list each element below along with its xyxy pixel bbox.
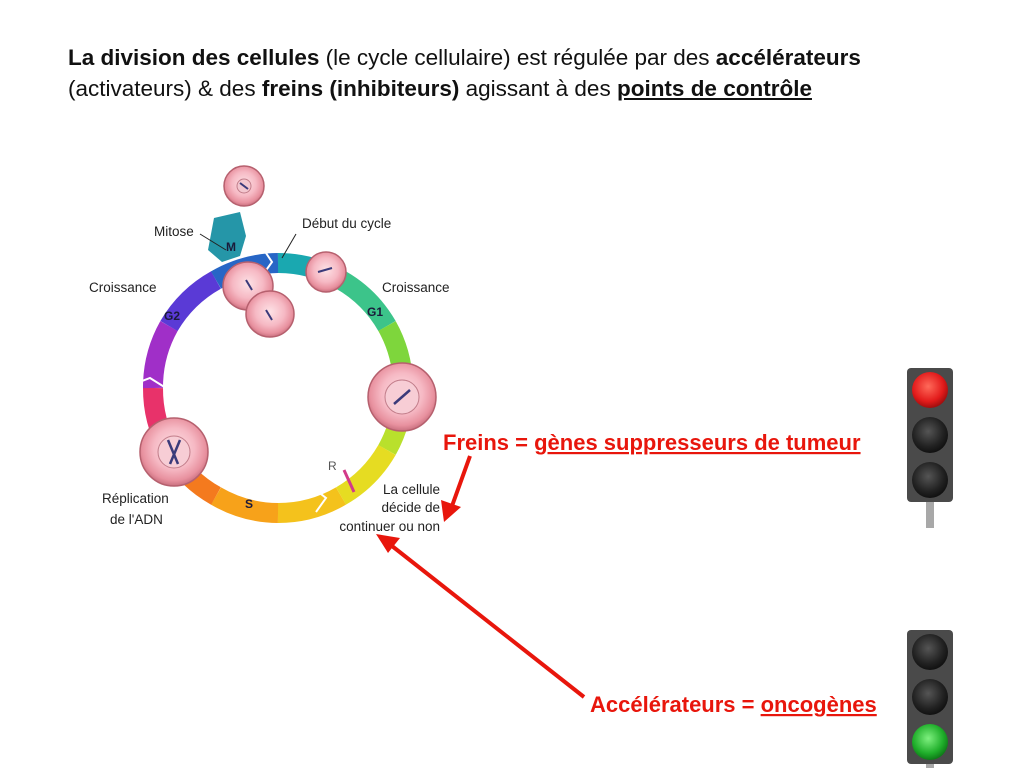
title-part-3: accélérateurs	[715, 45, 861, 70]
cell-s	[139, 417, 209, 487]
accelerateurs-genes: oncogènes	[761, 692, 877, 717]
accelerateurs-arrow	[376, 534, 586, 699]
title-part-6: agissant à des	[459, 76, 617, 101]
title-part-2: (le cycle cellulaire) est régulée par de…	[319, 45, 716, 70]
replication-label-1: Réplication	[102, 491, 169, 506]
replication-label-2: de l'ADN	[110, 512, 163, 527]
traffic-light-green	[907, 630, 953, 768]
croissance-left-label: Croissance	[89, 280, 157, 295]
mitose-label: Mitose	[154, 224, 194, 239]
freins-genes: gènes suppresseurs de tumeur	[534, 430, 861, 455]
debut-cycle-label: Début du cycle	[302, 216, 391, 231]
red-lamp-on	[912, 372, 948, 408]
freins-label: Freins = gènes suppresseurs de tumeur	[443, 430, 861, 455]
decide-label-2: décide de	[381, 500, 440, 515]
croissance-right-label: Croissance	[382, 280, 450, 295]
phase-s-label: S	[245, 497, 253, 511]
lamp-off	[912, 634, 948, 670]
cell-g1	[305, 251, 347, 293]
accelerateurs-label: Accélérateurs = oncogènes	[590, 692, 877, 717]
phase-g1-label: G1	[367, 305, 383, 319]
title-part-5: freins (inhibiteurs)	[261, 76, 460, 101]
decide-label-1: La cellule	[383, 482, 440, 497]
mitosis-flag	[208, 212, 246, 262]
cell-large	[367, 362, 437, 432]
phase-m-label: M	[226, 240, 236, 254]
cell-dividing	[222, 261, 295, 338]
slide-title: La division des cellules (le cycle cellu…	[68, 42, 968, 104]
decide-label-3: continuer ou non	[339, 519, 440, 534]
title-part-1: La division des cellules	[68, 45, 320, 70]
green-lamp-on	[912, 724, 948, 760]
freins-arrow	[441, 455, 472, 522]
restriction-marker	[342, 469, 356, 493]
phase-g2-label: G2	[164, 309, 180, 323]
title-part-4: (activateurs) & des	[68, 76, 262, 101]
accelerateurs-prefix: Accélérateurs =	[590, 692, 761, 717]
freins-prefix: Freins =	[443, 430, 534, 455]
cell-top	[223, 165, 265, 207]
lamp-off	[912, 417, 948, 453]
lamp-off	[912, 679, 948, 715]
title-part-7: points de contrôle	[616, 76, 812, 101]
traffic-light-red	[907, 368, 953, 528]
restriction-label: R	[328, 459, 337, 473]
lamp-off	[912, 462, 948, 498]
